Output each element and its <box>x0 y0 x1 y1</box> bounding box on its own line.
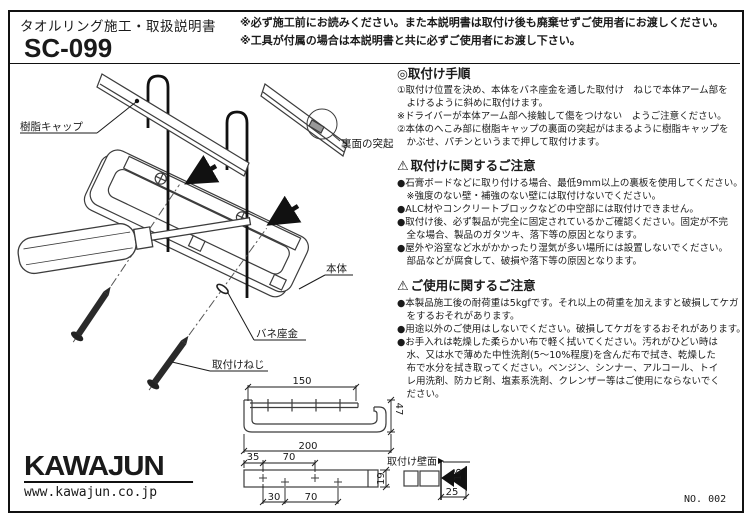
text-line: レ用洗剤、防カビ剤、塩素系洗剤、クレンザー等はご使用にならないでく <box>397 376 720 387</box>
cap-back-detail <box>260 83 348 157</box>
warning-icon: ⚠ <box>397 159 409 174</box>
resin-cap-label: 樹脂キャップ <box>20 120 83 133</box>
side-view <box>403 458 467 500</box>
text-line: ※ドライバーが本体アーム部へ接触して傷をつけない ようご注意ください。 <box>397 111 727 122</box>
body-label: 本体 <box>326 262 347 275</box>
dim-70b: 70 <box>305 492 318 503</box>
text-line: ●本製品施工後の耐荷重は5kgfです。それ以上の荷重を加えますと破損してケガ <box>397 298 739 309</box>
header-divider <box>10 63 740 64</box>
text-line: ●お手入れは乾燥した柔らかい布で軽く拭いてください。汚れがひどい時は <box>397 337 718 348</box>
header-note-2: ※工具が付属の場合は本説明書と共に必ずご使用者にお渡し下さい。 <box>240 34 581 47</box>
dim-19: 19 <box>376 472 387 485</box>
insertion-arrows <box>184 155 302 226</box>
section-heading-install-caution: ⚠取付けに関するご注意 <box>397 158 536 174</box>
warning-icon: ⚠ <box>397 279 409 294</box>
dim-16: 16 <box>453 468 464 481</box>
hook-wires <box>146 74 249 298</box>
section-heading-procedure: ◎取付け手順 <box>397 66 471 81</box>
text-line: ●取付け後、必ず製品が完全に固定されているかご確認ください。固定が不完 <box>397 217 729 228</box>
side-view-dims <box>437 461 470 501</box>
part-labels <box>20 98 353 372</box>
plan-view <box>243 469 379 488</box>
text-line: 部品などが腐食して、破損や落下等の原因となります。 <box>397 256 643 267</box>
brand-block: KAWAJUN www.kawajun.co.jp <box>24 452 194 500</box>
dim-35: 35 <box>247 452 260 463</box>
back-protrusion-label: 裏面の突起 <box>341 137 394 150</box>
dim-70a: 70 <box>283 452 296 463</box>
cap-recess <box>187 234 206 253</box>
spring-washer-b <box>216 283 229 295</box>
mounting-screw-label: 取付けねじ <box>212 358 265 371</box>
text-line: よけるように斜めに取付けます。 <box>397 98 549 109</box>
mounting-screw-b <box>147 227 268 391</box>
doc-title: タオルリング施工・取扱説明書 <box>20 19 216 35</box>
front-view <box>243 399 387 433</box>
doc-number: NO. 002 <box>684 494 727 505</box>
text-line: 布で水分を拭き取ってください。ベンジン、シンナー、アルコール、トイ <box>397 363 719 374</box>
resin-cap-drawing <box>96 73 250 177</box>
text-line: をするおそれがあります。 <box>397 311 520 322</box>
header-note-1: ※必ず施工前にお読みください。また本説明書は取付け後も廃棄せずご使用者にお渡しく… <box>240 16 724 29</box>
text-line: ※強度のない壁・補強のない壁には取付けないでください。 <box>397 191 662 202</box>
brand-url: www.kawajun.co.jp <box>24 485 158 500</box>
text-line: ●石膏ボードなどに取り付ける場合、最低9mm以上の裏板を使用してください。 <box>397 178 743 189</box>
spring-washer-label: バネ座金 <box>256 327 298 340</box>
screwdriver <box>17 216 252 275</box>
text-line: 水、又は水で薄めた中性洗剤(5～10%程度)を含んだ布で拭き、乾燥した <box>397 350 716 361</box>
text-line: ②本体のへこみ部に樹脂キャップの裏面の突起がはまるように樹脂キャップを <box>397 124 729 135</box>
text-line: 全な場合、製品のガタツキ、落下等の原因となります。 <box>397 230 643 241</box>
front-view-dims <box>240 383 395 455</box>
instruction-column: ◎取付け手順 ①取付け位置を決め、本体をバネ座金を通した取付け ねじで本体アーム… <box>397 66 746 401</box>
cap-recess <box>268 273 288 291</box>
model-number: SC-099 <box>24 33 113 63</box>
text-line: ださい。 <box>397 389 445 400</box>
dim-25: 25 <box>446 487 459 498</box>
text-line: かぶせ、パチンというまで押して取付けます。 <box>397 137 605 148</box>
section-heading-use-caution: ⚠ご使用に関するご注意 <box>397 278 536 294</box>
dim-200: 200 <box>298 441 317 452</box>
double-circle-icon: ◎ <box>397 66 408 81</box>
dim-47: 47 <box>393 403 404 416</box>
dim-30: 30 <box>268 492 281 503</box>
body-isometric-drawing <box>83 149 309 298</box>
mounting-wall-label: 取付け壁面 <box>387 455 437 468</box>
plan-view-dims <box>240 459 390 506</box>
text-line: ①取付け位置を決め、本体をバネ座金を通した取付け ねじで本体アーム部を <box>397 85 728 96</box>
brand-logo: KAWAJUN <box>24 452 194 483</box>
text-line: ●ALC材やコンクリートブロックなどの中空部には取付けできません。 <box>397 204 699 215</box>
dim-150: 150 <box>292 376 311 387</box>
text-line: ●屋外や浴室など水がかかったり湿気が多い場所には設置しないでください。 <box>397 243 729 254</box>
text-line: ●用途以外のご使用はしないでください。破損してケガをするおそれがあります。 <box>397 324 746 335</box>
